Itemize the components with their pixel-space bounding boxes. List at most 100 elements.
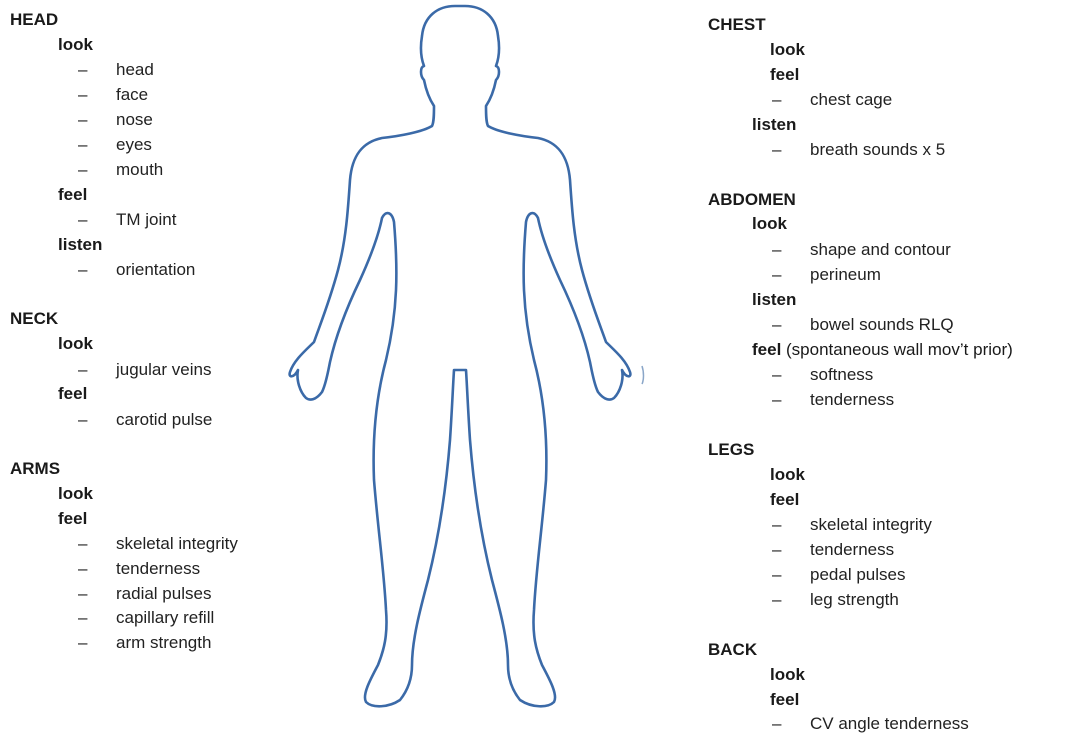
dash-bullet: – (772, 365, 810, 385)
list-item: –capillary refill (78, 608, 214, 628)
dash-bullet: – (78, 85, 116, 105)
dash-bullet: – (78, 260, 116, 280)
list-item: –breath sounds x 5 (772, 140, 945, 160)
dash-bullet: – (78, 633, 116, 653)
list-item: –orientation (78, 260, 195, 280)
list-item: –carotid pulse (78, 410, 212, 430)
subheading-feel-label: feel (752, 340, 781, 359)
subheading-look: look (770, 665, 805, 685)
item-label: pedal pulses (810, 565, 905, 584)
list-item: –tenderness (772, 540, 894, 560)
subheading-feel: feel (58, 185, 87, 205)
section-title-chest: CHEST (708, 15, 766, 35)
section-title-head: HEAD (10, 10, 58, 30)
subheading-feel: feel (58, 384, 87, 404)
list-item: –face (78, 85, 148, 105)
list-item: –TM joint (78, 210, 176, 230)
section-title-neck: NECK (10, 309, 58, 329)
list-item: –chest cage (772, 90, 892, 110)
item-label: shape and contour (810, 240, 951, 259)
subheading-feel: feel (58, 509, 87, 529)
list-item: –mouth (78, 160, 163, 180)
item-label: CV angle tenderness (810, 714, 969, 733)
subheading-feel: feel (spontaneous wall mov’t prior) (752, 340, 1013, 360)
list-item: –perineum (772, 265, 881, 285)
item-label: tenderness (810, 390, 894, 409)
list-item: –leg strength (772, 590, 899, 610)
subheading-look: look (770, 465, 805, 485)
list-item: –tenderness (78, 559, 200, 579)
subheading-listen: listen (752, 290, 796, 310)
section-title-back: BACK (708, 640, 757, 660)
subheading-feel: feel (770, 65, 799, 85)
item-label: chest cage (810, 90, 892, 109)
list-item: –pedal pulses (772, 565, 905, 585)
subheading-look: look (58, 35, 93, 55)
item-label: softness (810, 365, 873, 384)
dash-bullet: – (78, 160, 116, 180)
dash-bullet: – (772, 265, 810, 285)
item-label: TM joint (116, 210, 176, 229)
item-label: mouth (116, 160, 163, 179)
item-label: tenderness (116, 559, 200, 578)
subheading-feel: feel (770, 490, 799, 510)
list-item: –head (78, 60, 154, 80)
list-item: –skeletal integrity (78, 534, 238, 554)
dash-bullet: – (78, 559, 116, 579)
subheading-look: look (752, 214, 787, 234)
item-label: breath sounds x 5 (810, 140, 945, 159)
item-label: tenderness (810, 540, 894, 559)
dash-bullet: – (772, 590, 810, 610)
dash-bullet: – (772, 390, 810, 410)
small-mark (642, 366, 644, 384)
section-title-abdomen: ABDOMEN (708, 190, 796, 210)
item-label: face (116, 85, 148, 104)
subheading-listen: listen (58, 235, 102, 255)
dash-bullet: – (772, 315, 810, 335)
list-item: –radial pulses (78, 584, 211, 604)
subheading-feel: feel (770, 690, 799, 710)
dash-bullet: – (772, 714, 810, 734)
subheading-look: look (58, 334, 93, 354)
item-label: arm strength (116, 633, 211, 652)
item-label: carotid pulse (116, 410, 212, 429)
item-label: jugular veins (116, 360, 211, 379)
dash-bullet: – (78, 60, 116, 80)
human-body-outline-figure (282, 0, 652, 734)
item-label: eyes (116, 135, 152, 154)
list-item: –shape and contour (772, 240, 951, 260)
dash-bullet: – (772, 90, 810, 110)
list-item: –eyes (78, 135, 152, 155)
list-item: –CV angle tenderness (772, 714, 969, 734)
section-title-legs: LEGS (708, 440, 754, 460)
list-item: –nose (78, 110, 153, 130)
dash-bullet: – (772, 240, 810, 260)
subheading-look: look (770, 40, 805, 60)
item-label: bowel sounds RLQ (810, 315, 954, 334)
list-item: –skeletal integrity (772, 515, 932, 535)
dash-bullet: – (772, 140, 810, 160)
list-item: –tenderness (772, 390, 894, 410)
dash-bullet: – (78, 360, 116, 380)
item-label: radial pulses (116, 584, 211, 603)
dash-bullet: – (772, 540, 810, 560)
item-label: capillary refill (116, 608, 214, 627)
item-label: nose (116, 110, 153, 129)
item-label: head (116, 60, 154, 79)
dash-bullet: – (772, 515, 810, 535)
section-title-arms: ARMS (10, 459, 60, 479)
dash-bullet: – (78, 584, 116, 604)
list-item: –bowel sounds RLQ (772, 315, 954, 335)
dash-bullet: – (78, 410, 116, 430)
feel-note: (spontaneous wall mov’t prior) (781, 340, 1012, 359)
dash-bullet: – (78, 534, 116, 554)
item-label: leg strength (810, 590, 899, 609)
dash-bullet: – (78, 110, 116, 130)
dash-bullet: – (78, 210, 116, 230)
subheading-look: look (58, 484, 93, 504)
dash-bullet: – (78, 135, 116, 155)
dash-bullet: – (78, 608, 116, 628)
list-item: –jugular veins (78, 360, 211, 380)
dash-bullet: – (772, 565, 810, 585)
body-outline (290, 6, 631, 706)
